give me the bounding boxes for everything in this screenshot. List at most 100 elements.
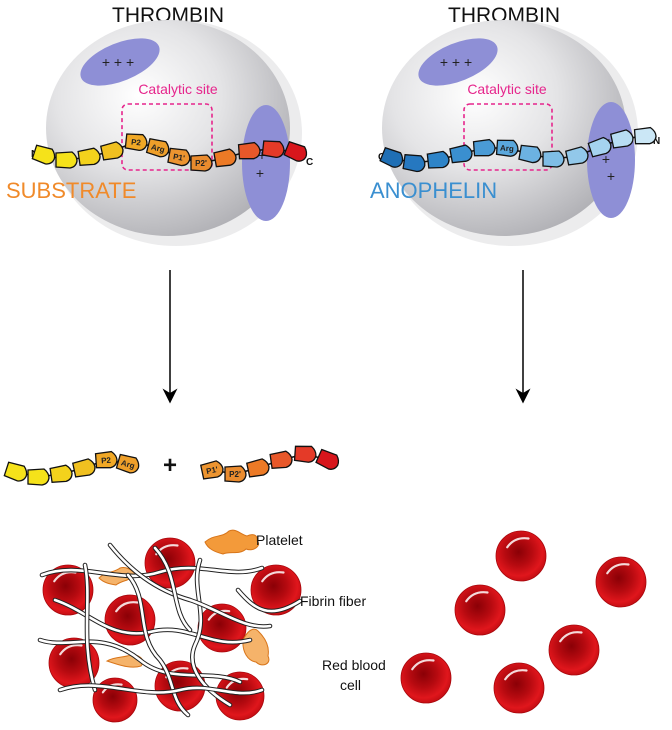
fragment2-residue	[246, 458, 270, 478]
substrate-residue	[100, 141, 124, 161]
red-blood-cell	[250, 564, 302, 616]
substrate-residue	[261, 140, 285, 159]
left-exosite-top	[80, 38, 160, 86]
substrate-residue-shape	[145, 138, 170, 158]
fragment2-residue-shape	[246, 458, 270, 478]
left-catalytic-label: Catalytic site	[138, 81, 218, 97]
anophelin-residue	[379, 146, 404, 168]
fragment1-residue-shape	[115, 453, 140, 474]
fragment2-residue-label: P2'	[229, 470, 241, 479]
red-blood-cell-body	[548, 624, 600, 676]
fibrin-fibers	[37, 542, 303, 718]
left-c-terminus: C	[306, 157, 313, 168]
fibrin-fiber	[236, 588, 302, 613]
substrate-label: SUBSTRATE	[6, 178, 136, 203]
fragment1-residue: Arg	[115, 453, 140, 474]
anophelin-residue-label: Arg	[500, 144, 514, 154]
right-exosite-side-charge-2: +	[602, 151, 610, 167]
anophelin-residue	[633, 126, 657, 145]
red-blood-cell-highlight	[606, 563, 630, 575]
anophelin-residue-shape	[542, 150, 565, 168]
right-thrombin-title: THROMBIN	[448, 4, 560, 27]
substrate-residue-shape	[100, 141, 124, 161]
anophelin-residue-shape	[495, 139, 519, 157]
substrate-residue	[31, 144, 56, 165]
fragment1-residue-shape	[94, 450, 118, 469]
red-blood-cell-body	[400, 652, 452, 704]
red-blood-cell	[548, 624, 600, 676]
fragment1-residue	[27, 468, 50, 486]
fragment1-residue	[49, 464, 73, 484]
anophelin-residue-shape	[610, 129, 634, 149]
red-blood-cell-highlight	[559, 631, 583, 643]
platelet-label: Platelet	[256, 532, 303, 548]
fibrin-fiber	[83, 563, 97, 692]
fragment1-residue-shape	[49, 464, 73, 484]
anophelin-residue-shape	[518, 144, 542, 164]
left-exosite-side-charge-2: +	[256, 165, 264, 181]
anophelin-residue	[402, 153, 426, 173]
fragment2-residue	[293, 445, 317, 463]
anophelin-residue-shape	[379, 146, 404, 168]
anophelin-residue	[610, 129, 634, 149]
right-panel: THROMBIN + + + + + + Catalytic site C N …	[370, 4, 660, 246]
platelet-1	[204, 529, 260, 555]
anophelin-residue-shape	[565, 146, 589, 166]
fragment1-residue-label: P2	[101, 456, 112, 466]
anophelin-residue	[542, 150, 565, 168]
right-exosite-side	[587, 102, 635, 218]
red-blood-cell-highlight	[59, 644, 83, 656]
fibrin-fiber	[153, 546, 192, 632]
right-catalytic-label: Catalytic site	[467, 81, 547, 97]
substrate-residue-shape	[77, 147, 101, 167]
left-thrombin-title: THROMBIN	[112, 4, 224, 27]
substrate-residue-shape	[31, 144, 56, 165]
fragment1-residue	[3, 461, 28, 482]
substrate-residue-shape	[261, 140, 285, 159]
rbc-label-line1: Red blood	[322, 657, 386, 673]
substrate-residue-shape	[213, 148, 237, 168]
rbc-label-line2: cell	[340, 677, 361, 693]
fibrin-fiber-label: Fibrin fiber	[300, 593, 366, 609]
anophelin-residue-shape	[449, 144, 473, 164]
red-blood-cell-body	[493, 662, 545, 714]
substrate-residue	[283, 140, 308, 162]
red-blood-cell-body	[495, 530, 547, 582]
anophelin-chain: Arg	[379, 126, 657, 173]
left-catalytic-site-box	[121, 103, 213, 171]
right-thrombin-sphere	[382, 20, 626, 236]
fragment2-residue-shape	[315, 448, 340, 470]
substrate-residue-shape	[237, 141, 261, 160]
substrate-residue-label: P2	[131, 138, 142, 148]
substrate-residue-shape	[124, 133, 148, 152]
red-blood-cell	[400, 652, 452, 704]
substrate-residue: Arg	[145, 138, 170, 158]
anophelin-residue	[426, 150, 450, 169]
fragment1-residue-shape	[27, 468, 50, 486]
red-blood-cell-highlight	[115, 601, 139, 613]
substrate-residue-shape	[190, 154, 213, 172]
substrate-fragment-2: P1'P2'	[200, 445, 340, 483]
anophelin-residue	[449, 144, 473, 164]
anophelin-residue: Arg	[495, 139, 519, 157]
fragment2-residue: P2'	[224, 465, 247, 483]
blood-clot: Platelet Fibrin fiber	[37, 529, 366, 723]
anophelin-label: ANOPHELIN	[370, 178, 497, 203]
red-blood-cell-highlight	[465, 591, 489, 603]
red-blood-cell	[595, 556, 647, 608]
anophelin-residue-shape	[633, 126, 657, 145]
substrate-residue: P2	[124, 133, 148, 152]
substrate-residue	[55, 151, 78, 169]
red-blood-cell	[495, 530, 547, 582]
fibrin-fiber	[108, 543, 272, 628]
fibrin-fiber	[38, 638, 242, 684]
fibrin-fiber	[53, 598, 252, 644]
anophelin-residue	[472, 138, 496, 157]
red-blood-cell-highlight	[261, 571, 285, 583]
fragment1-residue: P2	[94, 450, 118, 469]
right-catalytic-site-box	[463, 103, 553, 171]
anophelin-residue	[565, 146, 589, 166]
